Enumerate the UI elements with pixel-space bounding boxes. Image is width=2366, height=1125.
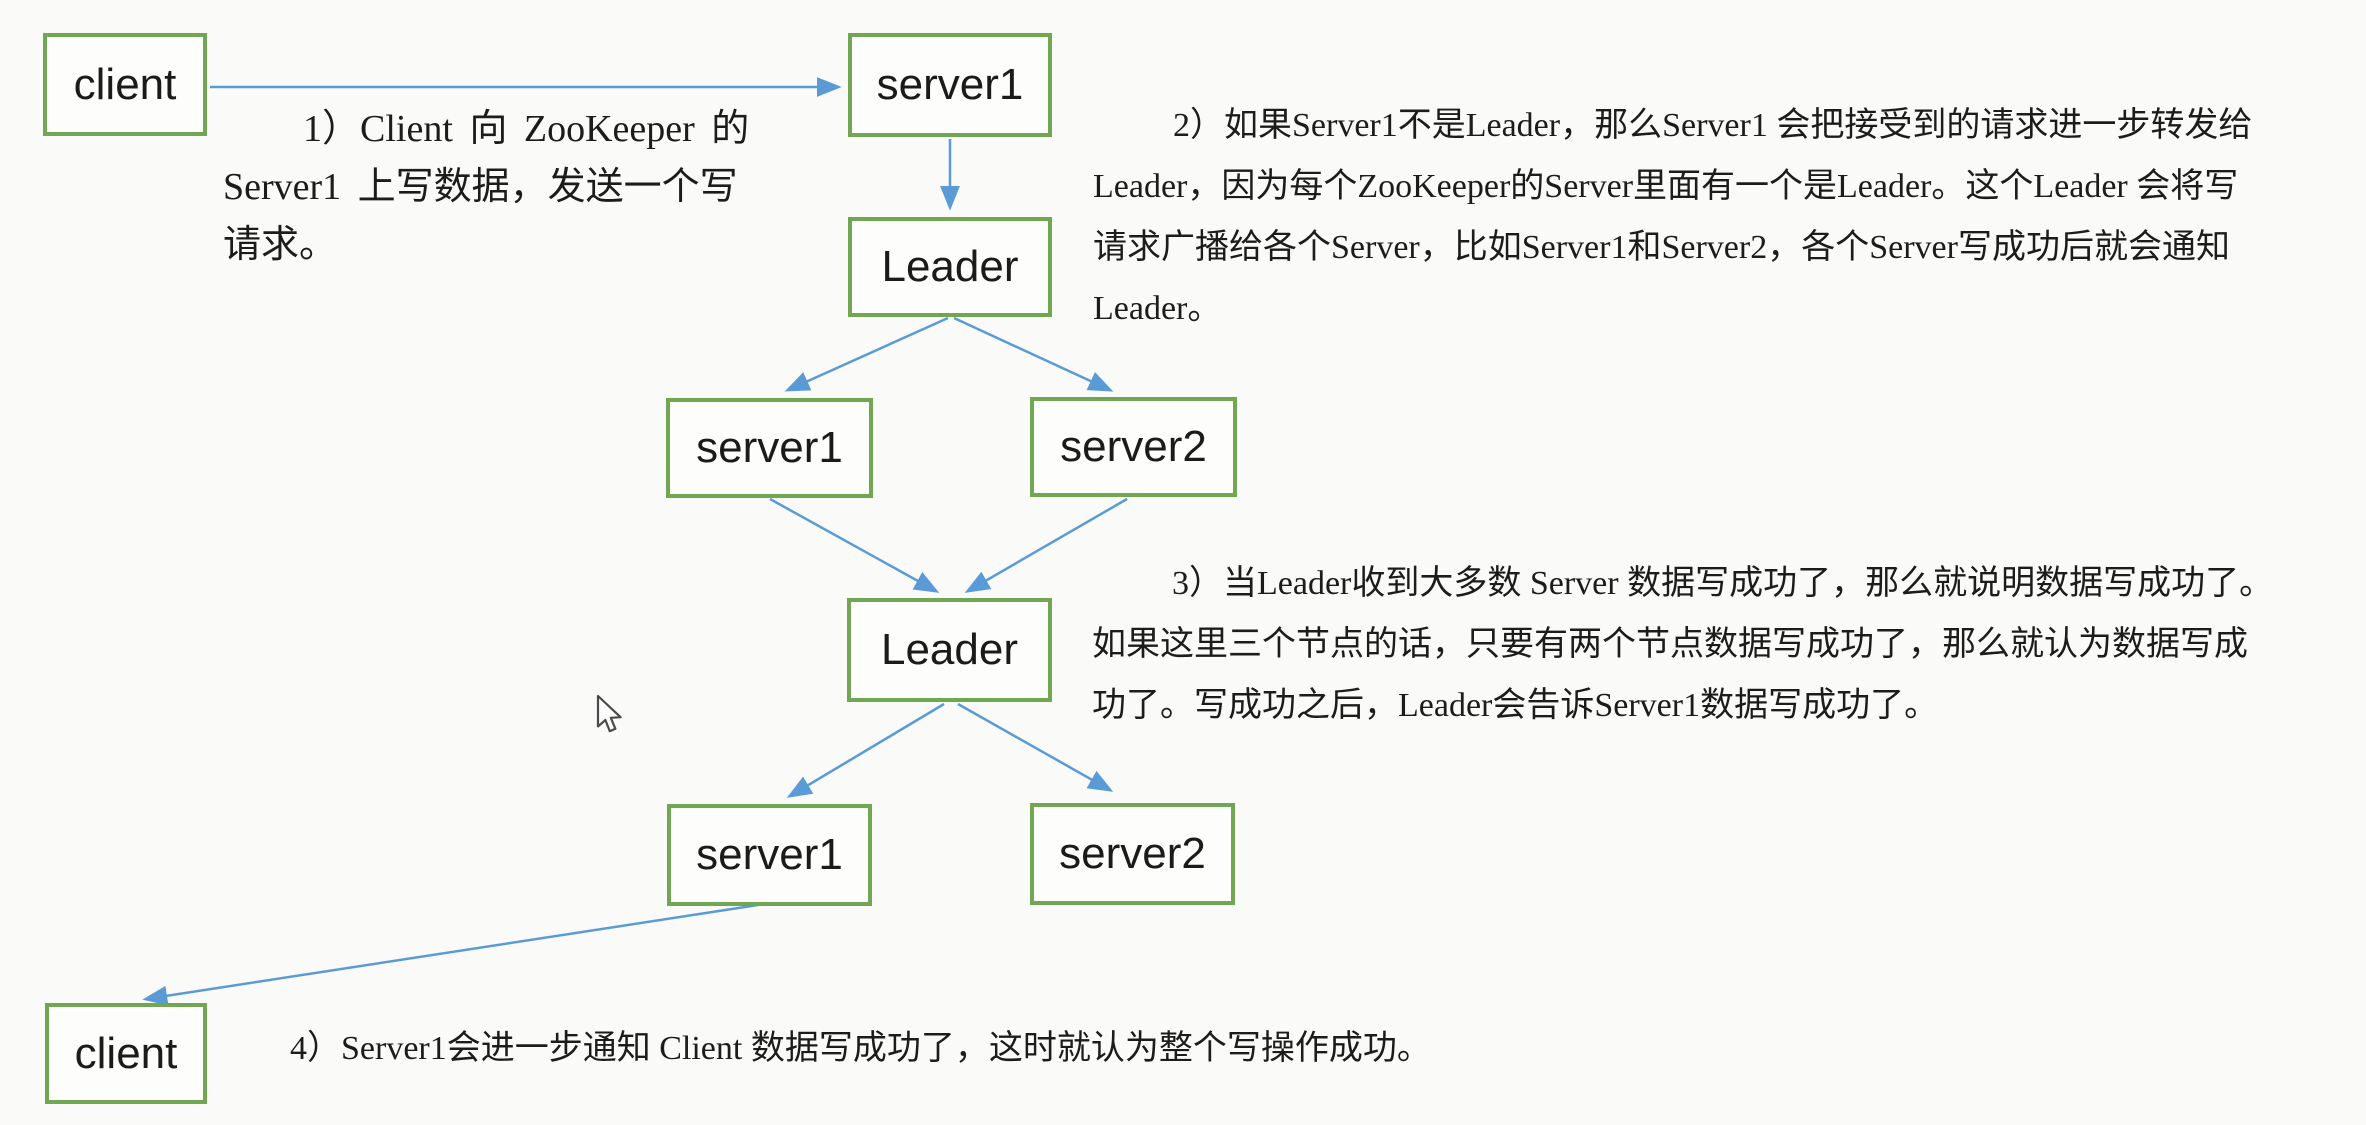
- annotation-step3-line3: 功了。写成功之后，Leader会告诉Server1数据写成功了。: [1092, 687, 1939, 724]
- annotation-step3: 3）当Leader收到大多数 Server 数据写成功了，那么就说明数据写成功了…: [1092, 553, 2273, 736]
- node-server2-middle: server2: [1030, 397, 1237, 497]
- annotation-step2-line4: Leader。: [1093, 290, 1222, 327]
- arrow-leader-to-server2-mid: [953, 316, 1114, 392]
- annotation-step1: 1）Client 向 ZooKeeper 的 Server1 上写数据，发送一个…: [223, 100, 749, 274]
- mouse-pointer-icon: [595, 694, 625, 743]
- arrow-server1-mid-to-leader2: [769, 497, 940, 593]
- node-leader-1: Leader: [848, 217, 1052, 317]
- arrow-server2-mid-to-leader2: [964, 497, 1128, 593]
- node-client-bottom: client: [45, 1003, 207, 1104]
- annotation-step4-line1: 4）Server1会进一步通知 Client 数据写成功了，这时就认为整个写操作…: [290, 1030, 1431, 1067]
- annotation-step4: 4）Server1会进一步通知 Client 数据写成功了，这时就认为整个写操作…: [290, 1018, 1431, 1079]
- annotation-step3-line2: 如果这里三个节点的话，只要有两个节点数据写成功了，那么就认为数据写成: [1092, 626, 2248, 663]
- annotation-step1-line2: Server1 上写数据，发送一个写: [223, 166, 738, 208]
- annotation-step3-line1: 3）当Leader收到大多数 Server 数据写成功了，那么就说明数据写成功了…: [1172, 565, 2274, 602]
- annotation-step2-line2: Leader，因为每个ZooKeeper的Server里面有一个是Leader。…: [1093, 168, 2239, 205]
- annotation-step2-line1: 2）如果Server1不是Leader，那么Server1 会把接受到的请求进一…: [1173, 107, 2253, 144]
- arrow-leader-to-server1-mid: [784, 316, 949, 392]
- node-leader-2: Leader: [847, 598, 1052, 702]
- annotation-step2-line3: 请求广播给各个Server，比如Server1和Server2，各个Server…: [1093, 229, 2230, 266]
- node-server1-bottom: server1: [667, 804, 872, 906]
- arrow-server1-bot-to-client: [142, 903, 759, 1006]
- annotation-step1-line1: 1）Client 向 ZooKeeper 的: [303, 108, 750, 150]
- annotation-step2: 2）如果Server1不是Leader，那么Server1 会把接受到的请求进一…: [1093, 95, 2252, 339]
- node-server1-top: server1: [848, 33, 1052, 137]
- annotation-step1-line3: 请求。: [223, 224, 338, 266]
- node-server2-bottom: server2: [1030, 803, 1235, 905]
- arrow-leader2-to-server1-bot: [786, 702, 945, 798]
- node-server1-middle: server1: [666, 398, 873, 498]
- arrow-leader2-to-server2-bot: [957, 702, 1114, 792]
- node-client-top: client: [43, 33, 207, 136]
